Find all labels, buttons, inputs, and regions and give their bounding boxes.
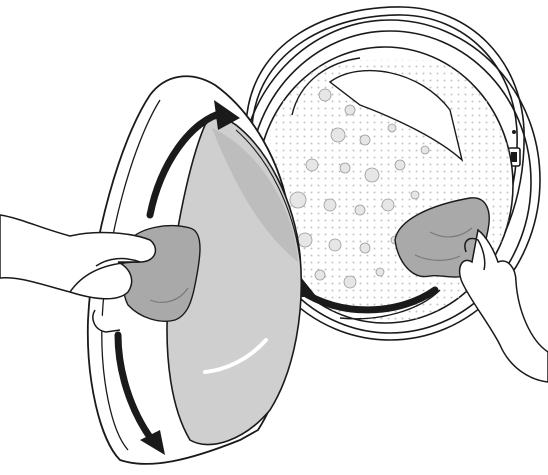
door-seal-cleaning-illustration [0, 0, 548, 475]
